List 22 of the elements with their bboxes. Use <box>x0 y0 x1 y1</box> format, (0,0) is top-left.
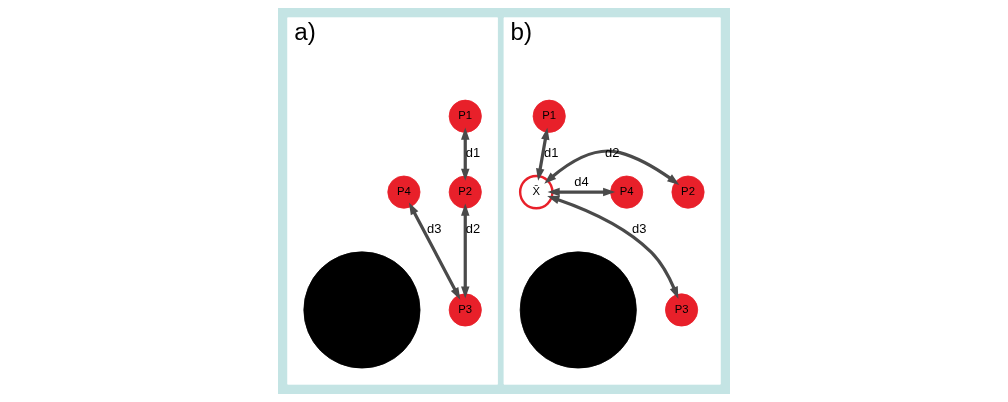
node-circle: P3 <box>665 293 699 327</box>
arrow <box>461 127 470 181</box>
edge-label: d1 <box>544 145 559 161</box>
node-circle: P3 <box>448 293 482 327</box>
arrow <box>547 195 679 299</box>
node-circle: P4 <box>387 175 421 209</box>
node-circle: P4 <box>610 175 644 209</box>
arrow <box>547 187 616 197</box>
node-circle <box>303 251 421 369</box>
node-circle: X̄ <box>518 174 554 210</box>
arrow <box>461 203 470 299</box>
node-circle: P2 <box>671 175 705 209</box>
arrow <box>408 202 461 300</box>
edge-label: d3 <box>632 221 647 237</box>
node-circle <box>519 251 637 369</box>
node-circle: P1 <box>448 99 482 133</box>
edge-label: d4 <box>574 173 589 189</box>
edge-label: d3 <box>427 221 442 237</box>
arrow <box>536 127 550 181</box>
node-circle: P2 <box>448 175 482 209</box>
arrow <box>544 149 680 185</box>
node-circle: P1 <box>532 99 566 133</box>
